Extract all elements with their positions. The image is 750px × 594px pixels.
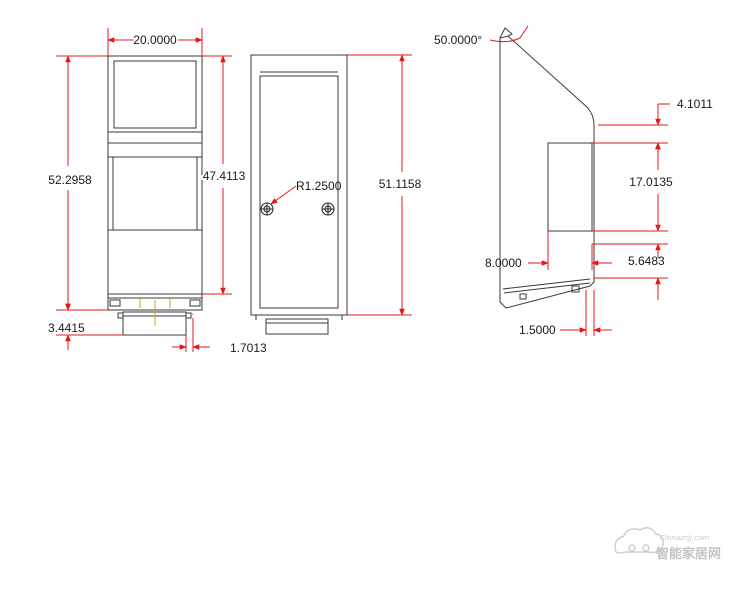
watermark-sub: Chinaznjj.com bbox=[660, 534, 709, 542]
front-view-screen bbox=[113, 60, 197, 129]
dim-side-top-offset: 4.1011 bbox=[677, 97, 713, 111]
hole-left bbox=[260, 202, 274, 216]
dim-side-depth: 8.0000 bbox=[485, 256, 522, 270]
dim-base-height: 3.4415 bbox=[48, 321, 85, 335]
front-view-panel bbox=[112, 156, 198, 231]
rear-view-base bbox=[265, 318, 329, 335]
dim-front-height-total: 52.2958 bbox=[48, 173, 92, 187]
dim-front-width: 20.0000 bbox=[133, 33, 177, 47]
dim-side-foot: 1.5000 bbox=[519, 323, 556, 337]
cloud-logo-icon bbox=[614, 527, 664, 554]
dim-base-offset: 1.7013 bbox=[230, 341, 267, 355]
rear-view-body bbox=[250, 54, 348, 316]
dim-rear-height: 51.1158 bbox=[379, 177, 422, 191]
side-view bbox=[499, 27, 595, 309]
watermark-text: 智能家居网 bbox=[656, 546, 721, 562]
rear-view-door bbox=[259, 75, 339, 309]
hole-right bbox=[321, 202, 335, 216]
front-view bbox=[107, 55, 203, 336]
side-view-profile bbox=[499, 35, 595, 309]
watermark: Chinaznjj.com 智能家居网 bbox=[614, 527, 721, 562]
dim-front-inner-height: 47.4113 bbox=[203, 169, 246, 183]
rear-view bbox=[250, 54, 348, 335]
side-view-box bbox=[547, 142, 593, 232]
dim-side-box-height: 17.0135 bbox=[629, 175, 673, 189]
front-view-body bbox=[107, 55, 203, 295]
dim-side-angle: 50.0000° bbox=[434, 33, 482, 47]
dim-side-bottom-offset: 5.6483 bbox=[628, 254, 665, 268]
dim-hole-radius: R1.2500 bbox=[296, 179, 342, 193]
